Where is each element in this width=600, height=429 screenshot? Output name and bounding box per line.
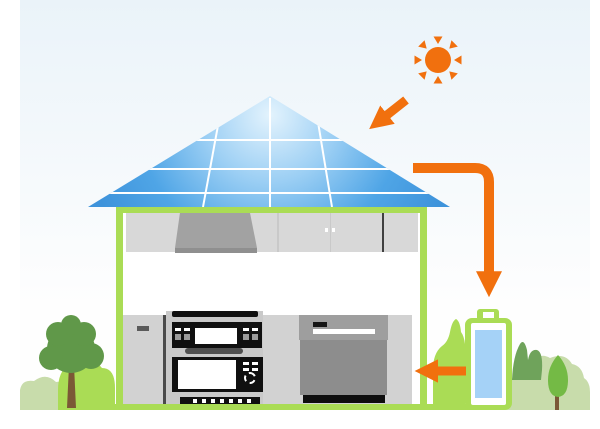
oven-button [243,334,249,340]
oven-display [195,328,237,344]
lower-cabinet-handle [137,326,149,331]
energy-flow-arrows [369,96,502,383]
oven-button [184,334,190,340]
oven-dot [193,399,197,403]
oven-dot [220,399,224,403]
scene [20,0,590,410]
oven-dot [229,399,233,403]
oven-button [243,328,249,331]
sunlight-arrow [369,96,409,130]
oven-door-window [178,360,236,389]
left-tree [39,315,104,408]
storage-battery [465,309,512,410]
oven-button [252,328,258,331]
oven-button [252,334,258,340]
oven-dial [244,372,256,384]
cabinet-divider [330,213,331,252]
oven-dot [211,399,215,403]
range-hood-lip [175,248,257,253]
battery-bush [432,319,465,410]
oven-button [252,368,258,371]
battery-terminal-inner [483,312,494,319]
cabinet-divider-dark [382,213,384,252]
sun [414,36,462,84]
dishwasher-panel [299,315,388,340]
overlay [88,36,502,383]
oven-button [184,328,190,331]
oven-dot [202,399,206,403]
dishwasher-slot [313,329,375,334]
dishwasher-base [303,395,385,403]
cabinet-handle [332,228,335,232]
oven-top-vent [172,311,258,317]
right-bushes [503,342,590,410]
solar-panel-roof [88,96,450,207]
oven-button [175,334,181,340]
oven-door-frame [172,357,263,392]
oven-button [243,368,249,371]
roof-to-battery-arrow [413,163,502,298]
dishwasher-door [300,340,387,395]
range-hood [175,213,257,248]
battery-charge-level [475,330,502,398]
oven-side-edge [163,315,166,404]
cabinet-handle [325,228,328,232]
right-tree [548,355,568,410]
cabinet-divider [277,213,279,252]
dishwasher [299,315,388,403]
dishwasher-handle [313,322,327,327]
oven-button [252,362,258,365]
oven-slot [185,348,243,354]
built-in-oven [166,311,263,404]
backdrop [20,315,590,410]
oven-button [243,362,249,365]
oven-dot [238,399,242,403]
oven-button [175,328,181,331]
kitchen-upper-cabinets [126,213,418,252]
oven-dot [247,399,251,403]
